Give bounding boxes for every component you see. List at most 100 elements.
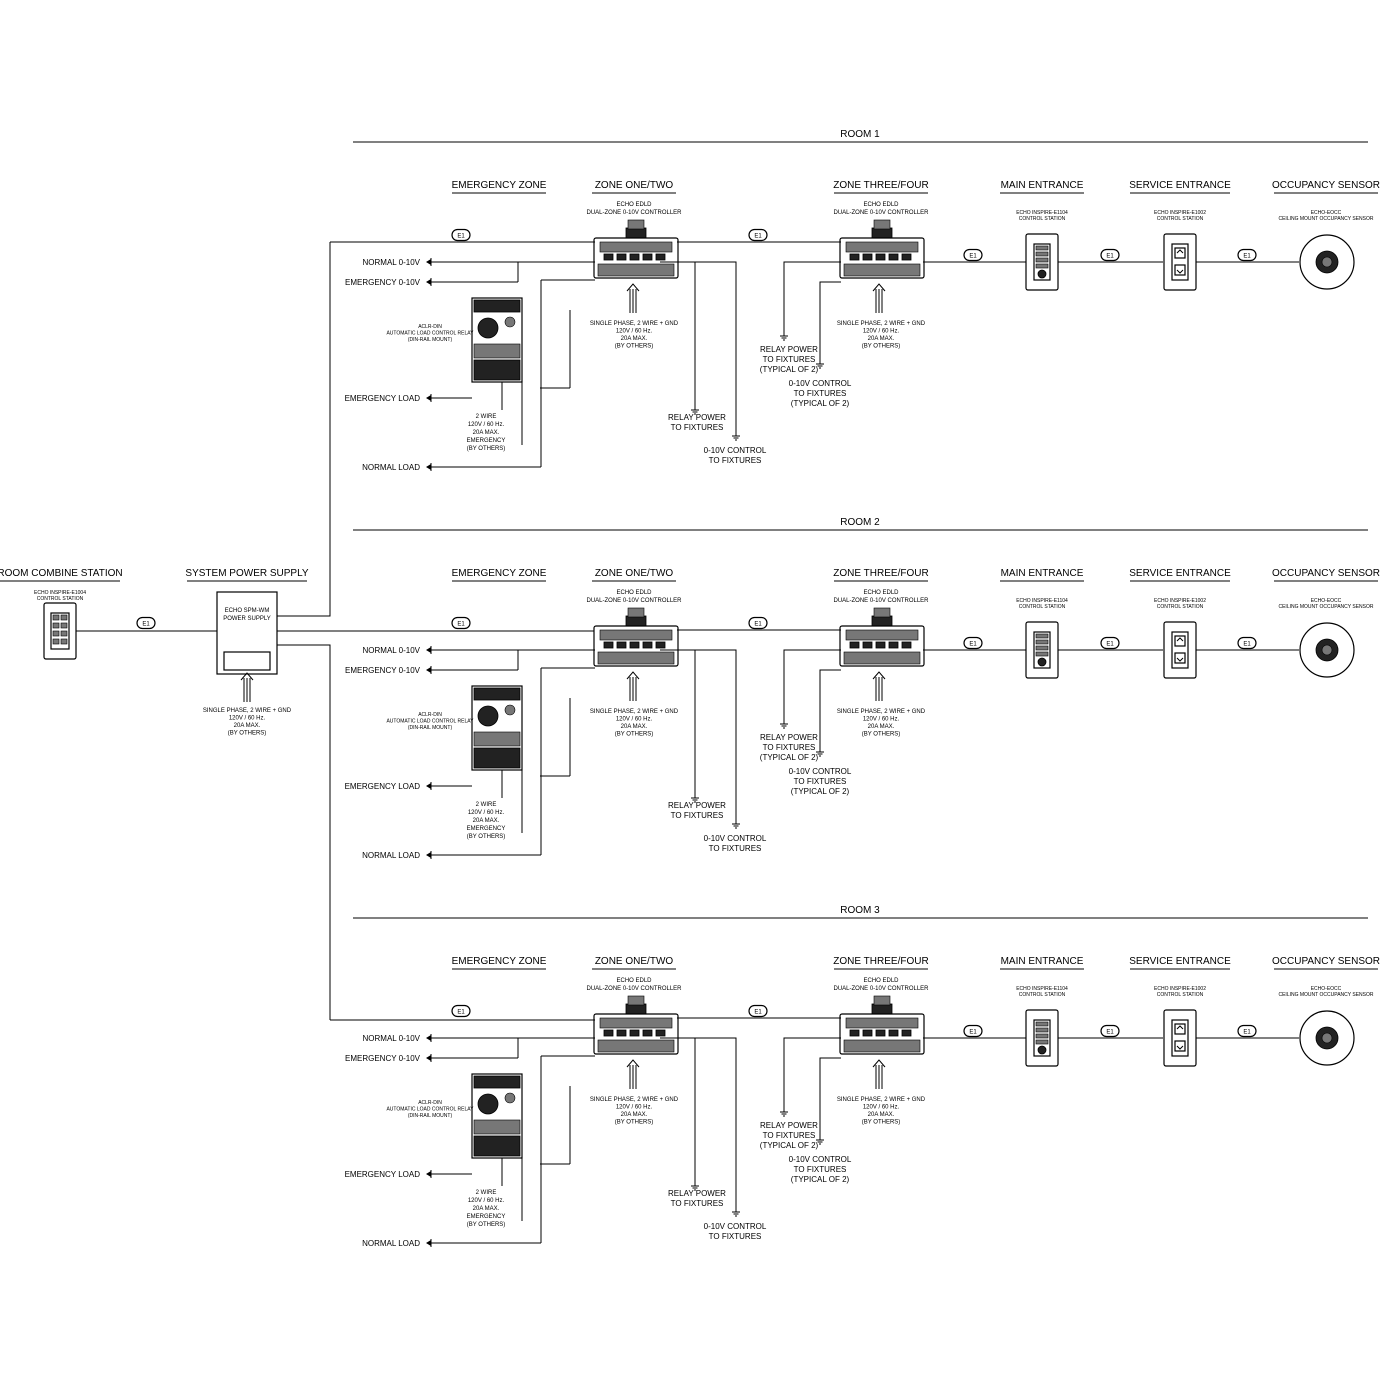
control-wire bbox=[660, 1037, 737, 1212]
controller-port bbox=[901, 1029, 912, 1037]
emergency-load-label: EMERGENCY LOAD bbox=[345, 1170, 421, 1179]
ground-symbol bbox=[691, 409, 699, 415]
occupancy-sensor-header: OCCUPANCY SENSOR bbox=[1272, 956, 1380, 967]
button-icon bbox=[1035, 1039, 1049, 1045]
service-entrance-device-label: CONTROL STATION bbox=[1157, 216, 1204, 222]
control-wire bbox=[819, 281, 841, 364]
e1-tag: E1 bbox=[1237, 636, 1257, 650]
relay-device-label: ACLR-DIN bbox=[418, 1100, 442, 1106]
power-supply-feed-label: 120V / 60 Hz. bbox=[229, 716, 266, 722]
controller-port bbox=[642, 1029, 653, 1037]
relay-power-wire bbox=[677, 261, 696, 410]
button-icon bbox=[1035, 1027, 1049, 1033]
controller-label: DUAL-ZONE 0-10V CONTROLLER bbox=[586, 210, 682, 216]
e1-tag-label: E1 bbox=[142, 622, 150, 628]
controller-port bbox=[629, 253, 640, 261]
main-entrance-header: MAIN ENTRANCE bbox=[1001, 568, 1084, 579]
relay-power-typical-label: RELAY POWER bbox=[760, 733, 818, 742]
relay-device-label: ACLR-DIN bbox=[418, 712, 442, 718]
controller-port bbox=[655, 1029, 666, 1037]
emergency-zone-header: EMERGENCY ZONE bbox=[452, 956, 547, 967]
control-fixtures-typical-label: TO FIXTURES bbox=[794, 1165, 847, 1174]
emergency-feed-label: (BY OTHERS) bbox=[467, 446, 506, 452]
button-icon bbox=[1035, 251, 1049, 257]
normal-load-label: NORMAL LOAD bbox=[362, 851, 420, 860]
ground-symbol bbox=[691, 1185, 699, 1191]
occupancy-sensor-device-label: CEILING MOUNT OCCUPANCY SENSOR bbox=[1278, 992, 1373, 998]
service-entrance-station bbox=[1163, 233, 1197, 291]
controller-port bbox=[655, 253, 666, 261]
relay-led-icon bbox=[504, 704, 516, 716]
arrow-left-icon bbox=[426, 259, 431, 265]
button-icon bbox=[52, 622, 60, 629]
normal-0-10v-label: NORMAL 0-10V bbox=[363, 258, 421, 267]
controller-label: ECHO EDLD bbox=[616, 590, 652, 596]
dial-icon bbox=[1037, 657, 1047, 667]
relay-device-label: AUTOMATIC LOAD CONTROL RELAY bbox=[386, 719, 474, 725]
e1-tag-outline bbox=[451, 1004, 471, 1018]
button-icon bbox=[1035, 1021, 1049, 1027]
room-title: ROOM 1 bbox=[840, 129, 880, 140]
arrow-left-icon bbox=[426, 395, 431, 401]
edld-controller bbox=[593, 219, 679, 279]
e1-tag-label: E1 bbox=[1243, 254, 1251, 260]
zone-three-four-header: ZONE THREE/FOUR bbox=[833, 956, 928, 967]
normal-load-label: NORMAL LOAD bbox=[362, 463, 420, 472]
emergency-feed-label: 120V / 60 Hz. bbox=[468, 1198, 505, 1204]
relay-power-typical-label: TO FIXTURES bbox=[763, 743, 816, 752]
aclr-relay bbox=[471, 685, 523, 771]
controller-port bbox=[616, 641, 627, 649]
e1-tag-label: E1 bbox=[1106, 1030, 1114, 1036]
controller-feed-label: SINGLE PHASE, 2 WIRE + GND bbox=[590, 709, 679, 715]
emergency-feed-label: 2 WIRE bbox=[476, 414, 497, 420]
feed-arrow bbox=[626, 1059, 640, 1089]
aclr-relay bbox=[471, 297, 523, 383]
relay-device-label: (DIN-RAIL MOUNT) bbox=[408, 725, 453, 731]
controller-feed-label: (BY OTHERS) bbox=[615, 1120, 654, 1126]
e1-tag-label: E1 bbox=[754, 1010, 762, 1016]
arrow-left-icon bbox=[426, 667, 431, 673]
controller-terminal bbox=[873, 219, 891, 230]
relay-power-typical-label: RELAY POWER bbox=[760, 345, 818, 354]
e1-tag: E1 bbox=[748, 228, 768, 242]
control-fixtures-label: 0-10V CONTROL bbox=[704, 446, 767, 455]
controller-feed-label: 120V / 60 Hz. bbox=[616, 1105, 653, 1111]
controller-terminal bbox=[627, 607, 645, 618]
e1-tag: E1 bbox=[451, 1004, 471, 1018]
arrow-glyph-icon bbox=[1176, 1025, 1184, 1050]
e1-tag: E1 bbox=[451, 228, 471, 242]
control-fixtures-typical-label: 0-10V CONTROL bbox=[789, 1155, 852, 1164]
controller-connector bbox=[871, 1003, 893, 1015]
arrow-left-icon bbox=[426, 279, 431, 285]
e1-tag: E1 bbox=[1237, 1024, 1257, 1038]
e1-tag-outline bbox=[1237, 636, 1257, 650]
relay-power-wire bbox=[677, 1037, 696, 1186]
emergency-feed-label: 120V / 60 Hz. bbox=[468, 810, 505, 816]
control-wire bbox=[819, 1057, 841, 1140]
button-icon bbox=[60, 622, 68, 629]
button-icon bbox=[52, 614, 60, 621]
arrow-left-icon bbox=[426, 852, 431, 858]
e1-tag-outline bbox=[451, 616, 471, 630]
ground-symbol bbox=[691, 797, 699, 803]
relay-terminal-block bbox=[473, 687, 521, 701]
button-icon bbox=[60, 614, 68, 621]
control-wire bbox=[660, 261, 737, 436]
power-supply-feed-label: (BY OTHERS) bbox=[228, 731, 267, 737]
emergency-0-10v-label: EMERGENCY 0-10V bbox=[345, 278, 421, 287]
relay-power-label: RELAY POWER bbox=[668, 801, 726, 810]
occupancy-sensor-device bbox=[1299, 234, 1355, 290]
emergency-zone-header: EMERGENCY ZONE bbox=[452, 180, 547, 191]
power-supply-panel bbox=[223, 651, 271, 671]
emergency-load-label: EMERGENCY LOAD bbox=[345, 782, 421, 791]
e1-tag: E1 bbox=[748, 616, 768, 630]
feed-arrow-head bbox=[626, 283, 640, 292]
controller-feed-label: 20A MAX. bbox=[621, 336, 648, 342]
relay-terminal-block bbox=[473, 299, 521, 313]
relay-indicator-icon bbox=[477, 317, 499, 339]
sensor-center-icon bbox=[1321, 256, 1333, 268]
main-entrance-station bbox=[1025, 233, 1059, 291]
occupancy-sensor-device-label: ECHO-EOCC bbox=[1311, 598, 1342, 604]
controller-port bbox=[888, 641, 899, 649]
service-entrance-header: SERVICE ENTRANCE bbox=[1129, 568, 1231, 579]
